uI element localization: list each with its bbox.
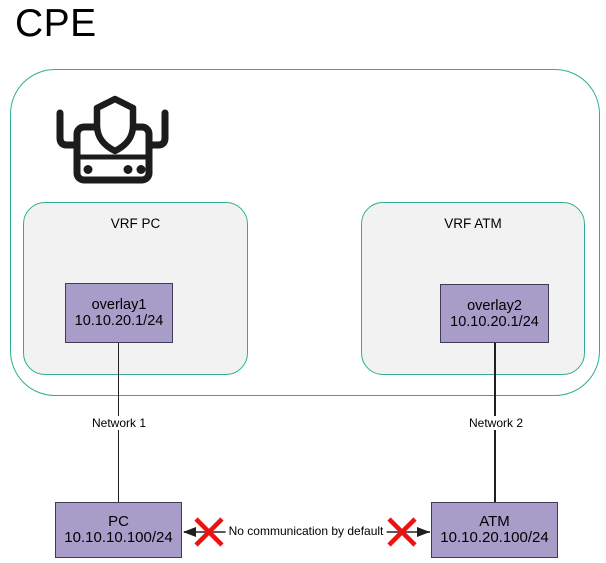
blocked-x-icon-right [387, 517, 417, 547]
overlay1-ip: 10.10.20.1/24 [74, 313, 164, 329]
network2-label: Network 2 [465, 416, 527, 430]
atm-name: ATM [479, 513, 510, 530]
pc-name: PC [108, 513, 129, 530]
pc-endpoint-node: PC 10.10.10.100/24 [55, 502, 182, 558]
arrowhead-left-icon [183, 526, 196, 537]
overlay2-interface-node: overlay2 10.10.20.1/24 [440, 284, 549, 343]
router-shield-icon [56, 95, 169, 184]
network1-label: Network 1 [88, 416, 150, 430]
no-communication-label: No communication by default [225, 524, 387, 538]
overlay2-ip: 10.10.20.1/24 [450, 313, 539, 330]
overlay1-name: overlay1 [91, 297, 147, 313]
arrowhead-right-icon [417, 526, 430, 537]
pc-ip: 10.10.10.100/24 [64, 529, 173, 546]
vrf-pc-label: VRF PC [110, 216, 161, 231]
diagram-title: CPE [15, 2, 97, 45]
overlay2-name: overlay2 [467, 297, 522, 314]
blocked-x-icon-left [194, 517, 224, 547]
atm-ip: 10.10.20.100/24 [440, 529, 549, 546]
vrf-atm-label: VRF ATM [444, 216, 502, 231]
atm-endpoint-node: ATM 10.10.20.100/24 [431, 502, 558, 558]
overlay1-interface-node: overlay1 10.10.20.1/24 [65, 283, 173, 343]
